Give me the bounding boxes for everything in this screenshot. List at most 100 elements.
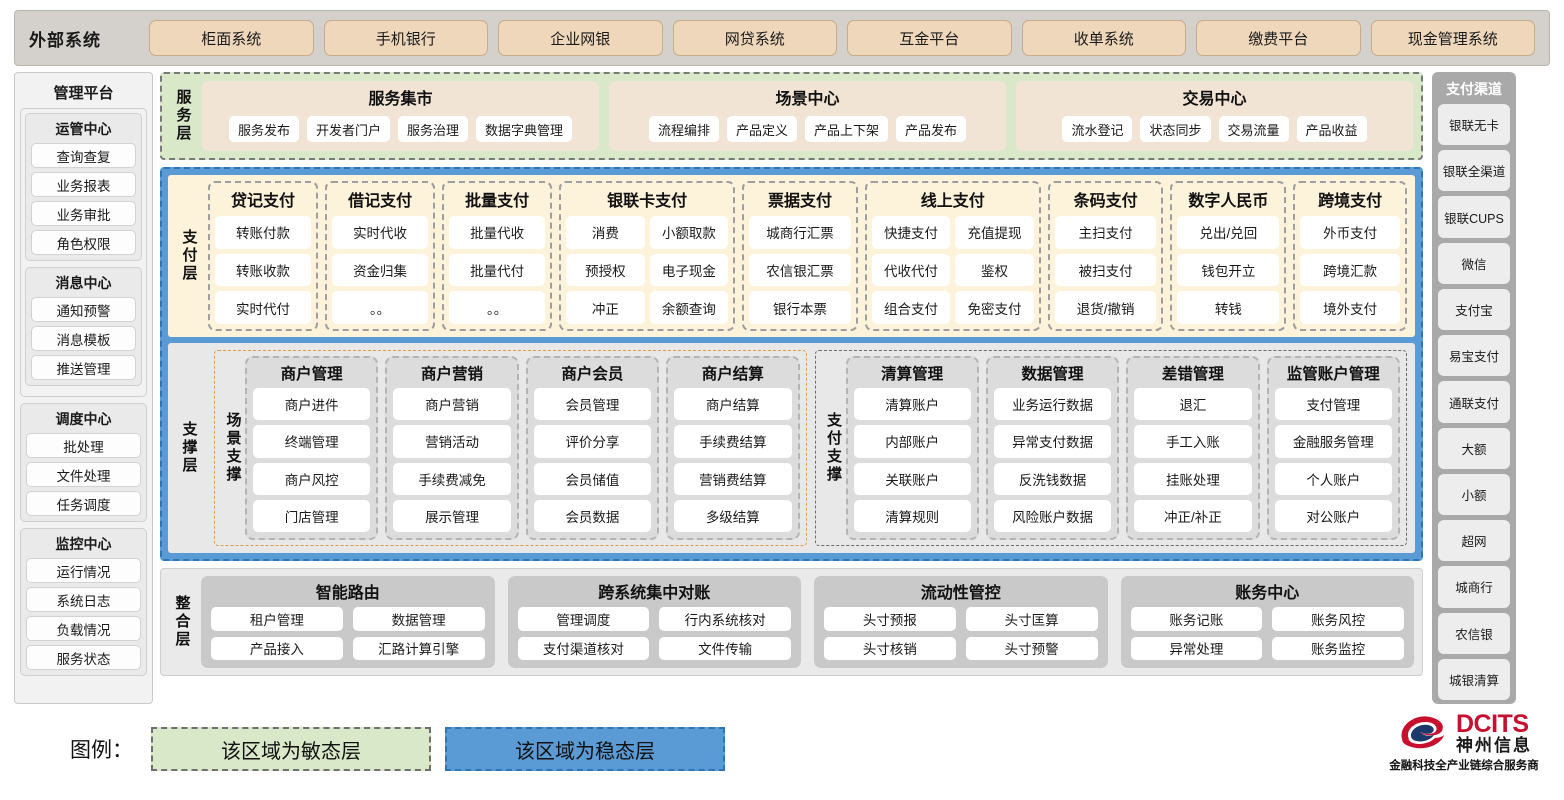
support-item[interactable]: 支付管理 xyxy=(1274,388,1392,421)
support-item[interactable]: 手工入账 xyxy=(1134,425,1252,458)
integration-item[interactable]: 头寸预报 xyxy=(824,607,956,631)
support-item[interactable]: 手续费减免 xyxy=(393,462,511,495)
admin-menu-item[interactable]: 查询查复 xyxy=(31,143,136,168)
payment-item[interactable]: 外币支付 xyxy=(1300,216,1400,249)
service-item[interactable]: 产品发布 xyxy=(896,116,967,142)
payment-item[interactable]: 批量代付 xyxy=(449,253,546,287)
support-item[interactable]: 风险账户数据 xyxy=(993,499,1112,532)
payment-item[interactable]: 。。 xyxy=(332,291,429,324)
payment-item[interactable]: 银行本票 xyxy=(749,291,851,324)
payment-item[interactable]: 跨境汇款 xyxy=(1300,253,1400,287)
support-item[interactable]: 金融服务管理 xyxy=(1274,425,1392,458)
external-system-chip[interactable]: 互金平台 xyxy=(847,20,1012,56)
service-item[interactable]: 服务发布 xyxy=(228,116,299,142)
service-item[interactable]: 流水登记 xyxy=(1062,116,1133,142)
support-item[interactable]: 对公账户 xyxy=(1274,499,1392,532)
integration-item[interactable]: 产品接入 xyxy=(211,636,343,660)
payment-item[interactable]: 充值提现 xyxy=(955,216,1034,249)
support-item[interactable]: 评价分享 xyxy=(533,425,652,458)
payment-item[interactable]: 境外支付 xyxy=(1300,291,1400,324)
payment-item[interactable]: 免密支付 xyxy=(955,291,1034,324)
payment-item[interactable]: 农信银汇票 xyxy=(749,253,851,287)
admin-menu-item[interactable]: 消息模板 xyxy=(31,326,136,351)
support-item[interactable]: 会员管理 xyxy=(533,388,652,421)
admin-menu-item[interactable]: 批处理 xyxy=(26,433,141,458)
support-item[interactable]: 退汇 xyxy=(1134,388,1252,421)
payment-channel-item[interactable]: 银联无卡 xyxy=(1438,104,1510,146)
integration-item[interactable]: 账务风控 xyxy=(1272,607,1404,631)
external-system-chip[interactable]: 收单系统 xyxy=(1021,20,1186,56)
payment-channel-item[interactable]: 银联全渠道 xyxy=(1438,150,1510,192)
admin-menu-item[interactable]: 负载情况 xyxy=(26,616,141,641)
support-item[interactable]: 个人账户 xyxy=(1274,462,1392,495)
external-system-chip[interactable]: 柜面系统 xyxy=(149,20,314,56)
service-item[interactable]: 流程编排 xyxy=(648,116,719,142)
payment-item[interactable]: 小额取款 xyxy=(649,216,729,249)
service-item[interactable]: 产品收益 xyxy=(1296,116,1367,142)
external-system-chip[interactable]: 缴费平台 xyxy=(1196,20,1361,56)
support-item[interactable]: 业务运行数据 xyxy=(993,388,1112,421)
service-item[interactable]: 交易流量 xyxy=(1218,116,1289,142)
payment-item[interactable]: 转账收款 xyxy=(215,253,312,287)
support-item[interactable]: 关联账户 xyxy=(853,462,971,495)
payment-channel-item[interactable]: 农信银 xyxy=(1438,612,1510,654)
integration-item[interactable]: 租户管理 xyxy=(211,607,343,631)
payment-channel-item[interactable]: 支付宝 xyxy=(1438,288,1510,331)
integration-item[interactable]: 汇路计算引擎 xyxy=(352,636,485,660)
payment-channel-item[interactable]: 通联支付 xyxy=(1438,381,1510,423)
support-item[interactable]: 商户营销 xyxy=(393,388,511,421)
support-item[interactable]: 商户进件 xyxy=(253,388,371,421)
support-item[interactable]: 营销费结算 xyxy=(674,462,792,495)
support-item[interactable]: 展示管理 xyxy=(393,499,511,532)
payment-item[interactable]: 资金归集 xyxy=(332,253,429,287)
service-item[interactable]: 服务治理 xyxy=(398,116,469,142)
payment-item[interactable]: 转钱 xyxy=(1177,291,1280,324)
payment-item[interactable]: 电子现金 xyxy=(649,253,729,287)
support-item[interactable]: 多级结算 xyxy=(674,499,792,532)
integration-item[interactable]: 行内系统核对 xyxy=(659,607,791,631)
payment-item[interactable]: 实时代收 xyxy=(332,216,429,249)
payment-item[interactable]: 余额查询 xyxy=(649,291,729,324)
payment-item[interactable]: 主扫支付 xyxy=(1054,216,1157,249)
integration-item[interactable]: 文件传输 xyxy=(659,636,791,660)
payment-item[interactable]: 鉴权 xyxy=(955,253,1034,287)
payment-item[interactable]: 实时代付 xyxy=(215,291,312,324)
external-system-chip[interactable]: 现金管理系统 xyxy=(1370,20,1535,56)
integration-item[interactable]: 支付渠道核对 xyxy=(517,636,650,660)
external-system-chip[interactable]: 手机银行 xyxy=(323,20,488,56)
support-item[interactable]: 会员储值 xyxy=(533,462,652,495)
payment-item[interactable]: 组合支付 xyxy=(871,291,951,324)
integration-item[interactable]: 头寸预警 xyxy=(965,636,1098,660)
support-item[interactable]: 会员数据 xyxy=(533,499,652,532)
support-item[interactable]: 清算规则 xyxy=(853,499,971,532)
admin-menu-item[interactable]: 任务调度 xyxy=(26,491,141,516)
payment-channel-item[interactable]: 易宝支付 xyxy=(1438,335,1510,377)
payment-item[interactable]: 。。 xyxy=(449,291,546,324)
payment-item[interactable]: 钱包开立 xyxy=(1177,253,1280,287)
payment-item[interactable]: 城商行汇票 xyxy=(749,216,851,249)
payment-item[interactable]: 转账付款 xyxy=(215,216,312,249)
admin-menu-item[interactable]: 文件处理 xyxy=(26,462,141,487)
service-item[interactable]: 产品上下架 xyxy=(805,116,889,142)
integration-item[interactable]: 数据管理 xyxy=(352,607,485,631)
integration-item[interactable]: 头寸匡算 xyxy=(965,607,1098,631)
payment-item[interactable]: 快捷支付 xyxy=(871,216,951,249)
support-item[interactable]: 商户结算 xyxy=(674,388,792,421)
payment-item[interactable]: 消费 xyxy=(566,216,645,249)
payment-channel-item[interactable]: 银联CUPS xyxy=(1438,196,1510,238)
integration-item[interactable]: 账务监控 xyxy=(1272,636,1404,660)
support-item[interactable]: 商户风控 xyxy=(253,462,371,495)
admin-menu-item[interactable]: 推送管理 xyxy=(31,355,136,380)
payment-item[interactable]: 冲正 xyxy=(566,291,645,324)
payment-item[interactable]: 代收代付 xyxy=(871,253,951,287)
support-item[interactable]: 门店管理 xyxy=(253,499,371,532)
admin-menu-item[interactable]: 服务状态 xyxy=(26,645,141,670)
integration-item[interactable]: 账务记账 xyxy=(1130,607,1263,631)
payment-item[interactable]: 退货/撤销 xyxy=(1054,291,1157,324)
support-item[interactable]: 清算账户 xyxy=(853,388,971,421)
payment-channel-item[interactable]: 微信 xyxy=(1438,242,1510,284)
service-item[interactable]: 开发者门户 xyxy=(306,116,390,142)
external-system-chip[interactable]: 企业网银 xyxy=(498,20,663,56)
support-item[interactable]: 手续费结算 xyxy=(674,425,792,458)
admin-menu-item[interactable]: 通知预警 xyxy=(31,297,136,322)
